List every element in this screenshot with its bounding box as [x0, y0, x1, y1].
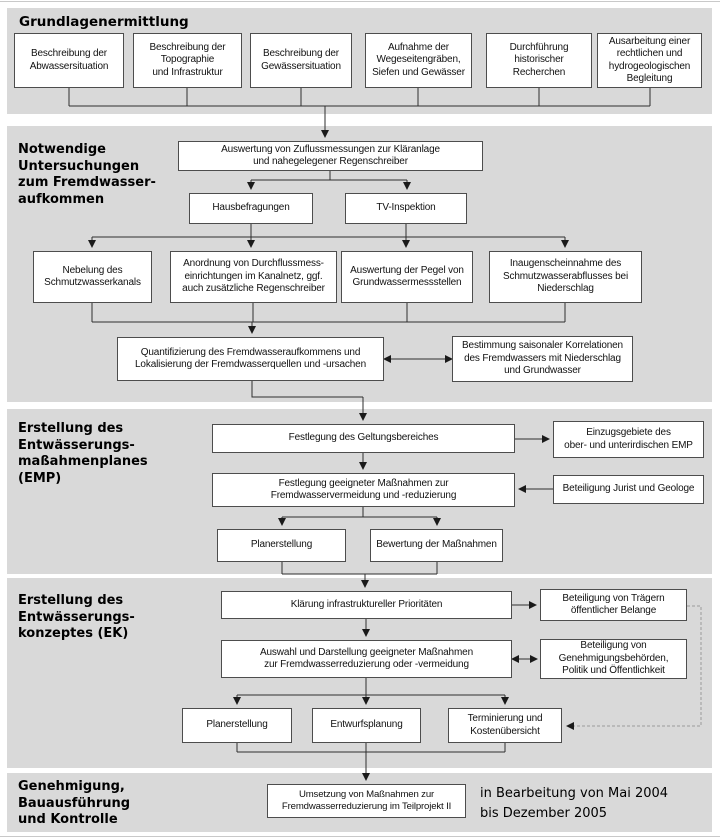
bottom-rule — [0, 836, 720, 837]
section-title-ek: Erstellung des Entwässerungs- konzeptes … — [18, 593, 135, 642]
box-inaugenscheinnahme-schmutzwasserabfluss: Inaugenscheinnahme des Schmutzwasserabfl… — [489, 251, 642, 303]
box-tv-inspektion: TV-Inspektion — [345, 193, 467, 224]
section-title-untersuchungen: Notwendige Untersuchungen zum Fremdwasse… — [18, 142, 156, 207]
box-historische-recherchen: Durchführung historischer Recherchen — [486, 33, 592, 88]
box-pegel-grundwassermessstellen: Auswertung der Pegel von Grundwassermess… — [341, 251, 473, 303]
box-auswahl-darstellung-massnahmen: Auswahl und Darstellung geeigneter Maßna… — [221, 640, 512, 678]
box-topographie-infrastruktur: Beschreibung der Topographie und Infrast… — [133, 33, 242, 88]
section-title-genehmigung: Genehmigung, Bauausführung und Kontrolle — [18, 779, 131, 828]
top-rule — [0, 1, 720, 2]
box-saisonale-korrelationen: Bestimmung saisonaler Korrelationen des … — [452, 336, 633, 382]
box-wegeseitengraeben: Aufnahme der Wegeseitengräben, Siefen un… — [365, 33, 472, 88]
section-title-emp: Erstellung des Entwässerungs- maßahmenpl… — [18, 421, 148, 486]
box-einzugsgebiete-emp: Einzugsgebiete des ober- und unterirdisc… — [553, 421, 704, 458]
box-infrastrukturelle-prioritaeten: Klärung infrastruktureller Prioritäten — [221, 591, 512, 619]
box-bewertung-massnahmen: Bewertung der Maßnahmen — [370, 529, 503, 562]
box-umsetzung-teilprojekt2: Umsetzung von Maßnahmen zur Fremdwasserr… — [267, 784, 466, 818]
box-terminierung-kostenuebersicht: Terminierung und Kostenübersicht — [448, 708, 562, 743]
box-zuflussmessungen-klaeranlage: Auswertung von Zuflussmessungen zur Klär… — [178, 141, 483, 171]
box-abwassersituation: Beschreibung der Abwassersituation — [14, 33, 124, 88]
box-geltungsbereich: Festlegung des Geltungsbereiches — [212, 424, 515, 453]
box-traeger-oeffentlicher-belange: Beteiligung von Trägern öffentlicher Bel… — [540, 589, 687, 621]
box-genehmigungsbehoerden: Beteiligung von Genehmigungsbehörden, Po… — [540, 639, 687, 679]
box-nebelung-schmutzwasserkanal: Nebelung des Schmutzwasserkanals — [33, 251, 152, 303]
box-planerstellung-emp: Planerstellung — [217, 529, 346, 562]
box-entwurfsplanung: Entwurfsplanung — [312, 708, 421, 743]
box-planerstellung-ek: Planerstellung — [182, 708, 292, 743]
box-durchflussmesseinrichtungen: Anordnung von Durchflussmess- einrichtun… — [170, 251, 337, 303]
box-rechtliche-hydrogeologische-begleitung: Ausarbeitung einer rechtlichen und hydro… — [597, 33, 702, 88]
box-quantifizierung-fremdwasseraufkommen: Quantifizierung des Fremdwasseraufkommen… — [117, 337, 384, 381]
box-gewaessersituation: Beschreibung der Gewässersituation — [250, 33, 352, 88]
box-massnahmen-festlegung: Festlegung geeigneter Maßnahmen zur Frem… — [212, 473, 515, 507]
box-jurist-geologe: Beteiligung Jurist und Geologe — [553, 475, 704, 504]
section-title-grundlagenermittlung: Grundlagenermittlung — [19, 14, 189, 30]
project-status-note: in Bearbeitung von Mai 2004 bis Dezember… — [480, 786, 669, 821]
box-hausbefragungen: Hausbefragungen — [189, 193, 313, 224]
